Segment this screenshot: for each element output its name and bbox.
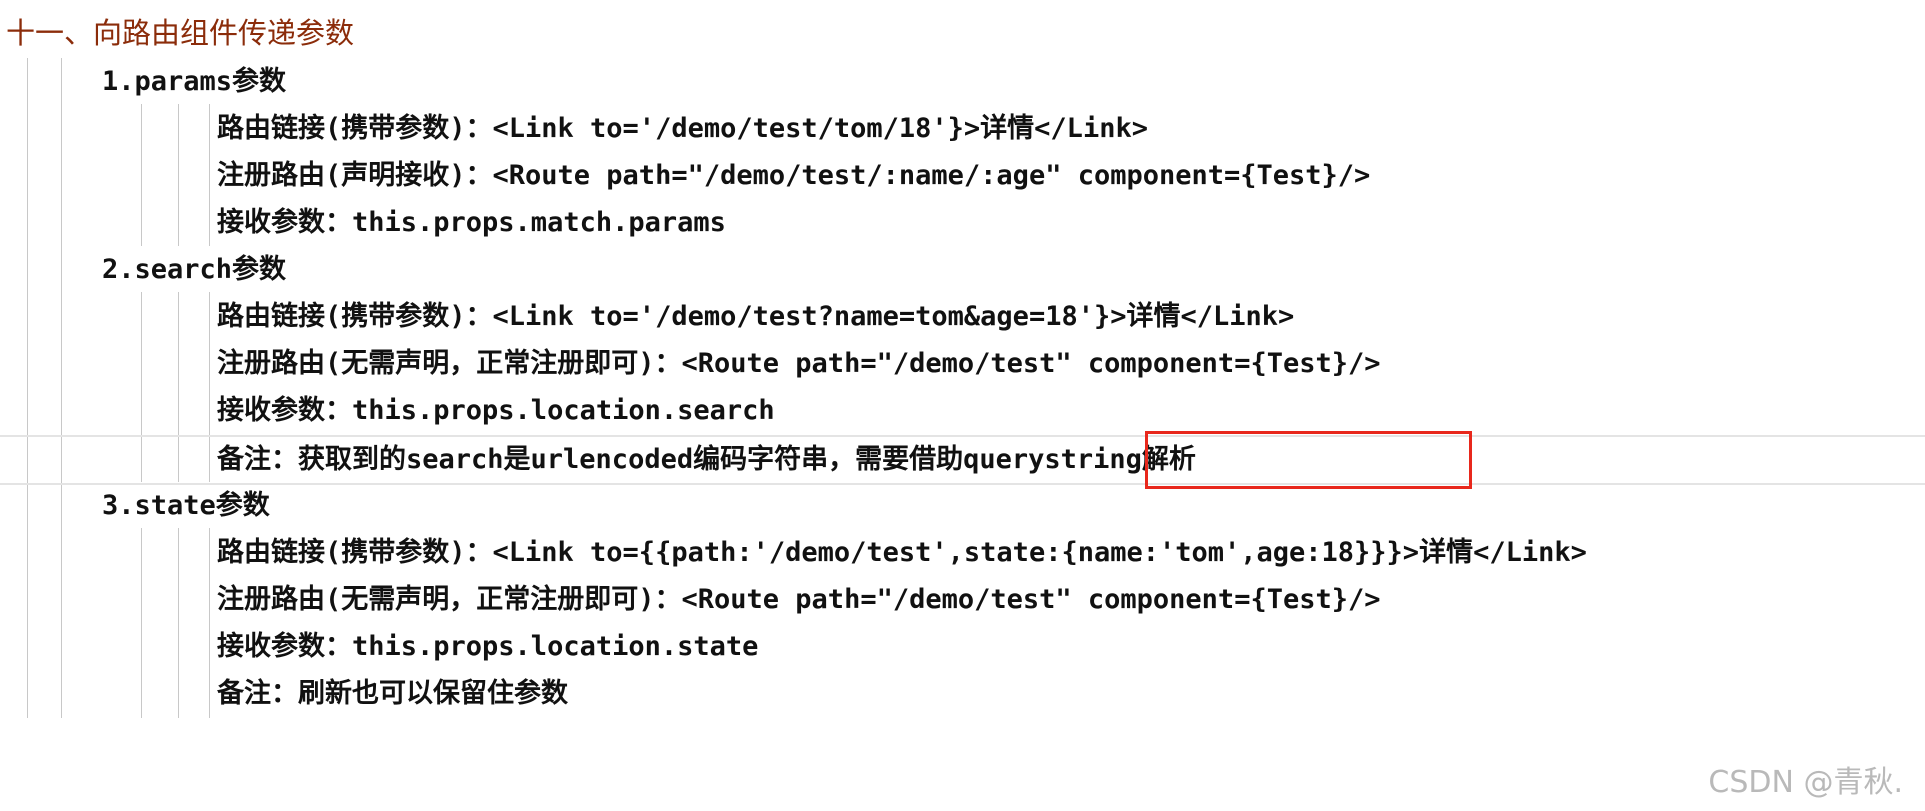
section-heading-search: 2.search参数 — [102, 254, 287, 285]
list-item: 接收参数：this.props.location.state — [217, 631, 759, 662]
section-heading-params: 1.params参数 — [102, 66, 287, 97]
watermark: CSDN @青秋. — [1708, 765, 1903, 800]
list-item: 接收参数：this.props.location.search — [217, 395, 775, 426]
indent-guide — [61, 58, 62, 718]
list-item: 注册路由(声明接收)：<Route path="/demo/test/:name… — [217, 160, 1371, 191]
highlight-box — [1145, 431, 1472, 489]
list-item: 路由链接(携带参数)：<Link to='/demo/test?name=tom… — [217, 301, 1295, 332]
indent-guide — [178, 528, 179, 718]
list-item: 备注：刷新也可以保留住参数 — [217, 678, 568, 709]
indent-guide — [178, 104, 179, 246]
list-item: 路由链接(携带参数)：<Link to={{path:'/demo/test',… — [217, 537, 1587, 568]
page-title: 十一、向路由组件传递参数 — [6, 16, 355, 50]
indent-guide — [141, 292, 142, 482]
list-item: 接收参数：this.props.match.params — [217, 207, 726, 238]
list-item: 注册路由(无需声明，正常注册即可)：<Route path="/demo/tes… — [217, 584, 1381, 615]
list-item-current[interactable]: 备注：获取到的search是urlencoded编码字符串，需要借助querys… — [217, 444, 1196, 475]
list-item: 注册路由(无需声明，正常注册即可)：<Route path="/demo/tes… — [217, 348, 1381, 379]
current-line-bottom — [0, 483, 1925, 485]
section-heading-state: 3.state参数 — [102, 490, 270, 521]
indent-guide — [178, 292, 179, 482]
indent-guide — [27, 58, 28, 718]
indent-guide — [209, 292, 210, 482]
indent-guide — [141, 104, 142, 246]
indent-guide — [141, 528, 142, 718]
indent-guide — [209, 528, 210, 718]
list-item: 路由链接(携带参数)：<Link to='/demo/test/tom/18'}… — [217, 113, 1148, 144]
indent-guide — [209, 104, 210, 246]
current-line-top — [0, 435, 1925, 437]
